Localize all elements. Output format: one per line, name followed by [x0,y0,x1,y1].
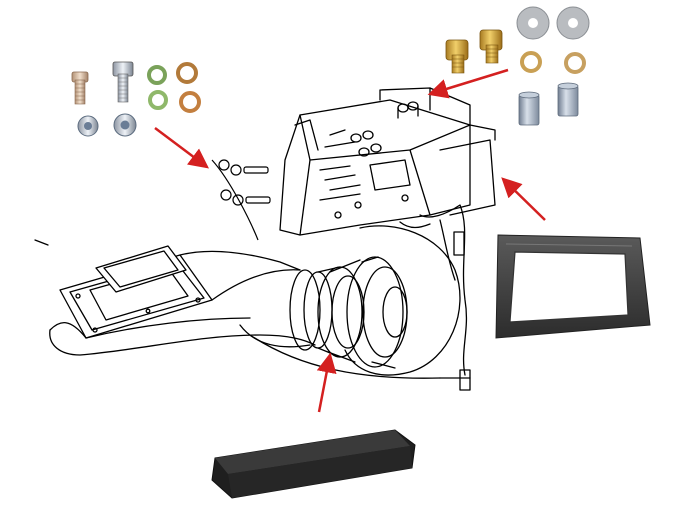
flanged-bolt [112,61,134,103]
nylon-lock-nut [77,113,137,137]
assembly-fasteners [211,159,271,241]
copper-washer [147,62,201,113]
arrow-foam-strip [316,352,337,413]
grey-flat-washer [516,6,590,40]
heater-blower-assembly [34,87,496,391]
flanged-bolt [71,71,89,105]
rectangular-rubber-seal [495,234,651,339]
arrow-rubber-seal [501,177,546,221]
metal-spacer-tube [518,82,579,126]
foam-seal-strip [211,429,416,499]
arrow-lower-left-hardware [154,127,209,169]
arrow-top-right-hardware [427,68,509,99]
spring-washer [520,51,586,74]
pointer-arrows [154,68,546,413]
heater-mounting-bolts [445,29,503,74]
